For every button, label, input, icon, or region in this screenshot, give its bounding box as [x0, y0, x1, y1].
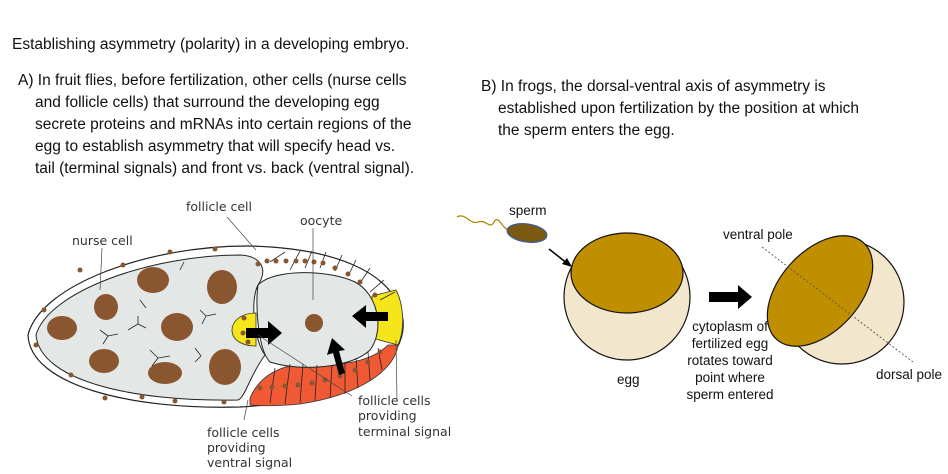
label-ventral-2: providing [207, 440, 266, 455]
label-egg: egg [617, 372, 640, 387]
sperm-tail [456, 215, 509, 231]
label-terminal-3: terminal signal [358, 424, 451, 439]
label-sperm: sperm [509, 203, 547, 218]
entry-arrow-head-icon [562, 258, 572, 267]
label-oocyte: oocyte [300, 213, 342, 228]
label-ventral-3: ventral signal [207, 455, 292, 470]
frog-fertilization-diagram: sperm egg cytoplasm of fertilized egg ro… [456, 203, 942, 402]
follicle-cell-nuclei [33, 246, 383, 405]
section-b-text: B) In frogs, the dorsal-ventral axis of … [481, 76, 859, 142]
label-follicle-cell: follicle cell [186, 199, 252, 214]
nucleus [209, 349, 241, 385]
cell-boundaries [99, 250, 396, 405]
text-line: tail (terminal signals) and front vs. ba… [35, 160, 415, 177]
arrow-up-icon [327, 338, 345, 375]
sperm-head [506, 223, 548, 243]
nurse-cell-nuclei [47, 267, 323, 385]
section-a-text: A) In fruit flies, before fertilization,… [18, 70, 414, 180]
leader-lines [99, 216, 398, 421]
caption-line: rotates toward [687, 353, 773, 368]
egg-yolk-before [570, 232, 684, 314]
label-dorsal-pole: dorsal pole [876, 367, 942, 382]
nucleus [161, 313, 193, 341]
rotation-arrow-icon [709, 285, 752, 309]
slide-title: Establishing asymmetry (polarity) in a d… [12, 36, 410, 53]
signal-arrows [246, 305, 388, 375]
text-line: egg to establish asymmetry that will spe… [35, 138, 396, 155]
fly-egg-chamber-diagram: follicle cell oocyte nurse cell follicle… [27, 199, 451, 470]
nucleus [89, 349, 119, 373]
caption-line: fertilized egg [692, 336, 769, 351]
caption-line: cytoplasm of [692, 319, 768, 334]
text-line: the sperm enters the egg. [498, 122, 675, 139]
nucleus [137, 267, 169, 293]
arrow-right-icon [246, 321, 282, 345]
arrow-left-icon [352, 305, 388, 328]
nucleus [47, 316, 77, 340]
caption-line: sperm entered [686, 387, 773, 402]
text-line: and follicle cells) that surround the de… [35, 94, 380, 111]
nucleus [207, 270, 237, 304]
caption-line: point where [695, 370, 765, 385]
label-terminal-2: providing [358, 408, 417, 423]
text-line: established upon fertilization by the po… [498, 100, 860, 117]
caption-rotation: cytoplasm of fertilized egg rotates towa… [686, 319, 773, 402]
nucleus [94, 294, 118, 320]
text-line: A) In fruit flies, before fertilization,… [18, 72, 407, 89]
label-nurse-cell: nurse cell [72, 233, 133, 248]
text-line: secrete proteins and mRNAs into certain … [35, 116, 412, 133]
label-ventral-pole: ventral pole [723, 227, 793, 242]
label-terminal-1: follicle cells [358, 393, 431, 408]
nucleus [148, 362, 182, 384]
text-line: B) In frogs, the dorsal-ventral axis of … [481, 78, 826, 95]
label-ventral-1: follicle cells [207, 425, 280, 440]
oocyte-nucleus [305, 314, 323, 332]
